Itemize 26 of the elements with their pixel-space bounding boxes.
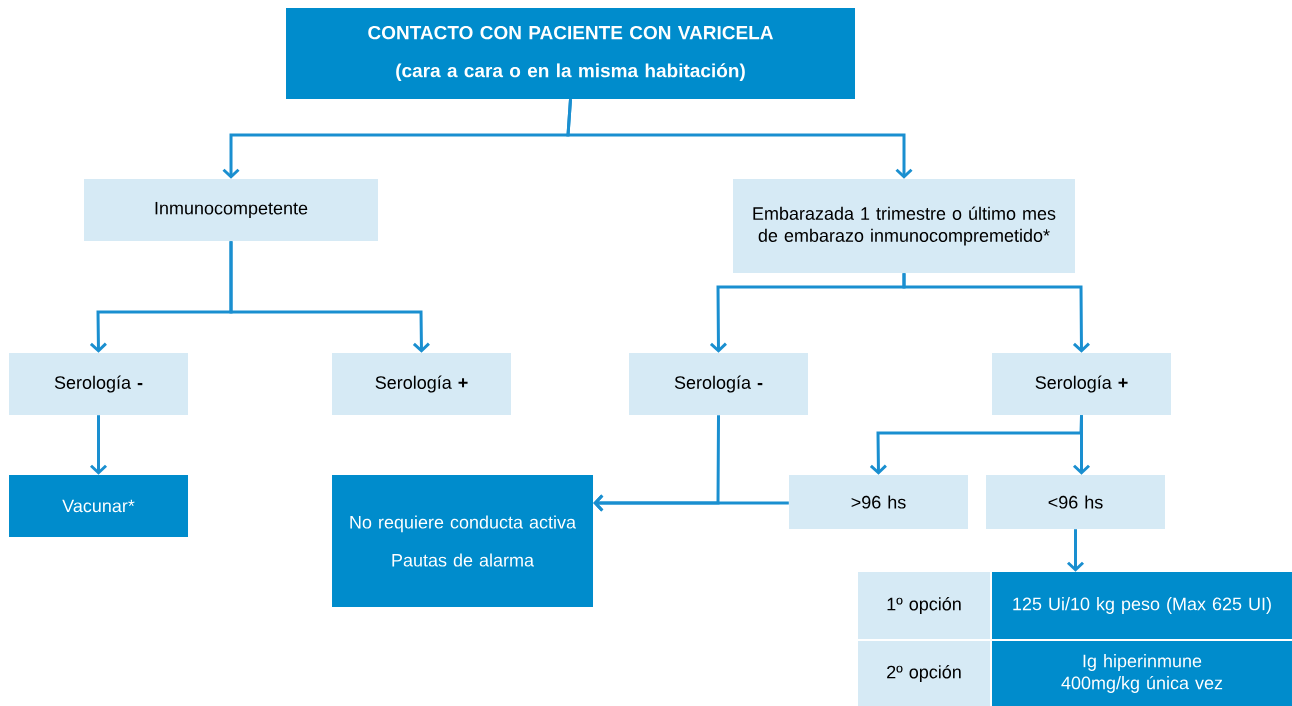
table-cell: 125 Ui/10 kg peso (Max 625 UI) bbox=[992, 572, 1292, 639]
node-label: 1º opción bbox=[887, 597, 961, 614]
table-cell: Ig hiperinmune 400mg/kg única vez bbox=[992, 641, 1292, 706]
node-label: 2º opción bbox=[887, 665, 961, 682]
header-box: CONTACTO CON PACIENTE CON VARICELA (cara a cara o en la misma habitación) bbox=[286, 8, 855, 99]
result-box: No requiere conducta activa Pautas de alarma bbox=[332, 475, 593, 607]
arrow bbox=[902, 273, 1090, 353]
node-label: 125 Ui/10 kg peso (Max 625 UI) bbox=[1013, 597, 1271, 614]
process-box: Serología + bbox=[332, 353, 511, 415]
process-box: >96 hs bbox=[789, 475, 968, 529]
arrow bbox=[1067, 529, 1085, 572]
process-box: <96 hs bbox=[986, 475, 1165, 529]
arrow bbox=[229, 241, 430, 353]
process-box: Embarazada 1 trimestre o último mes de embarazo inmunocompremetido* bbox=[733, 179, 1075, 273]
table-cell: 1º opción bbox=[858, 572, 990, 639]
arrow bbox=[593, 494, 789, 512]
process-box: Inmunocompetente bbox=[84, 179, 378, 241]
arrow bbox=[1073, 415, 1091, 475]
process-box: Serología - bbox=[9, 353, 188, 415]
process-box: Serología + bbox=[992, 353, 1171, 415]
node-label: Ig hiperinmune 400mg/kg única vez bbox=[1061, 654, 1223, 693]
arrow bbox=[566, 99, 913, 179]
arrow bbox=[90, 415, 108, 475]
process-box: Serología - bbox=[629, 353, 808, 415]
result-box: Vacunar* bbox=[9, 475, 188, 537]
table-cell: 2º opción bbox=[858, 641, 990, 706]
